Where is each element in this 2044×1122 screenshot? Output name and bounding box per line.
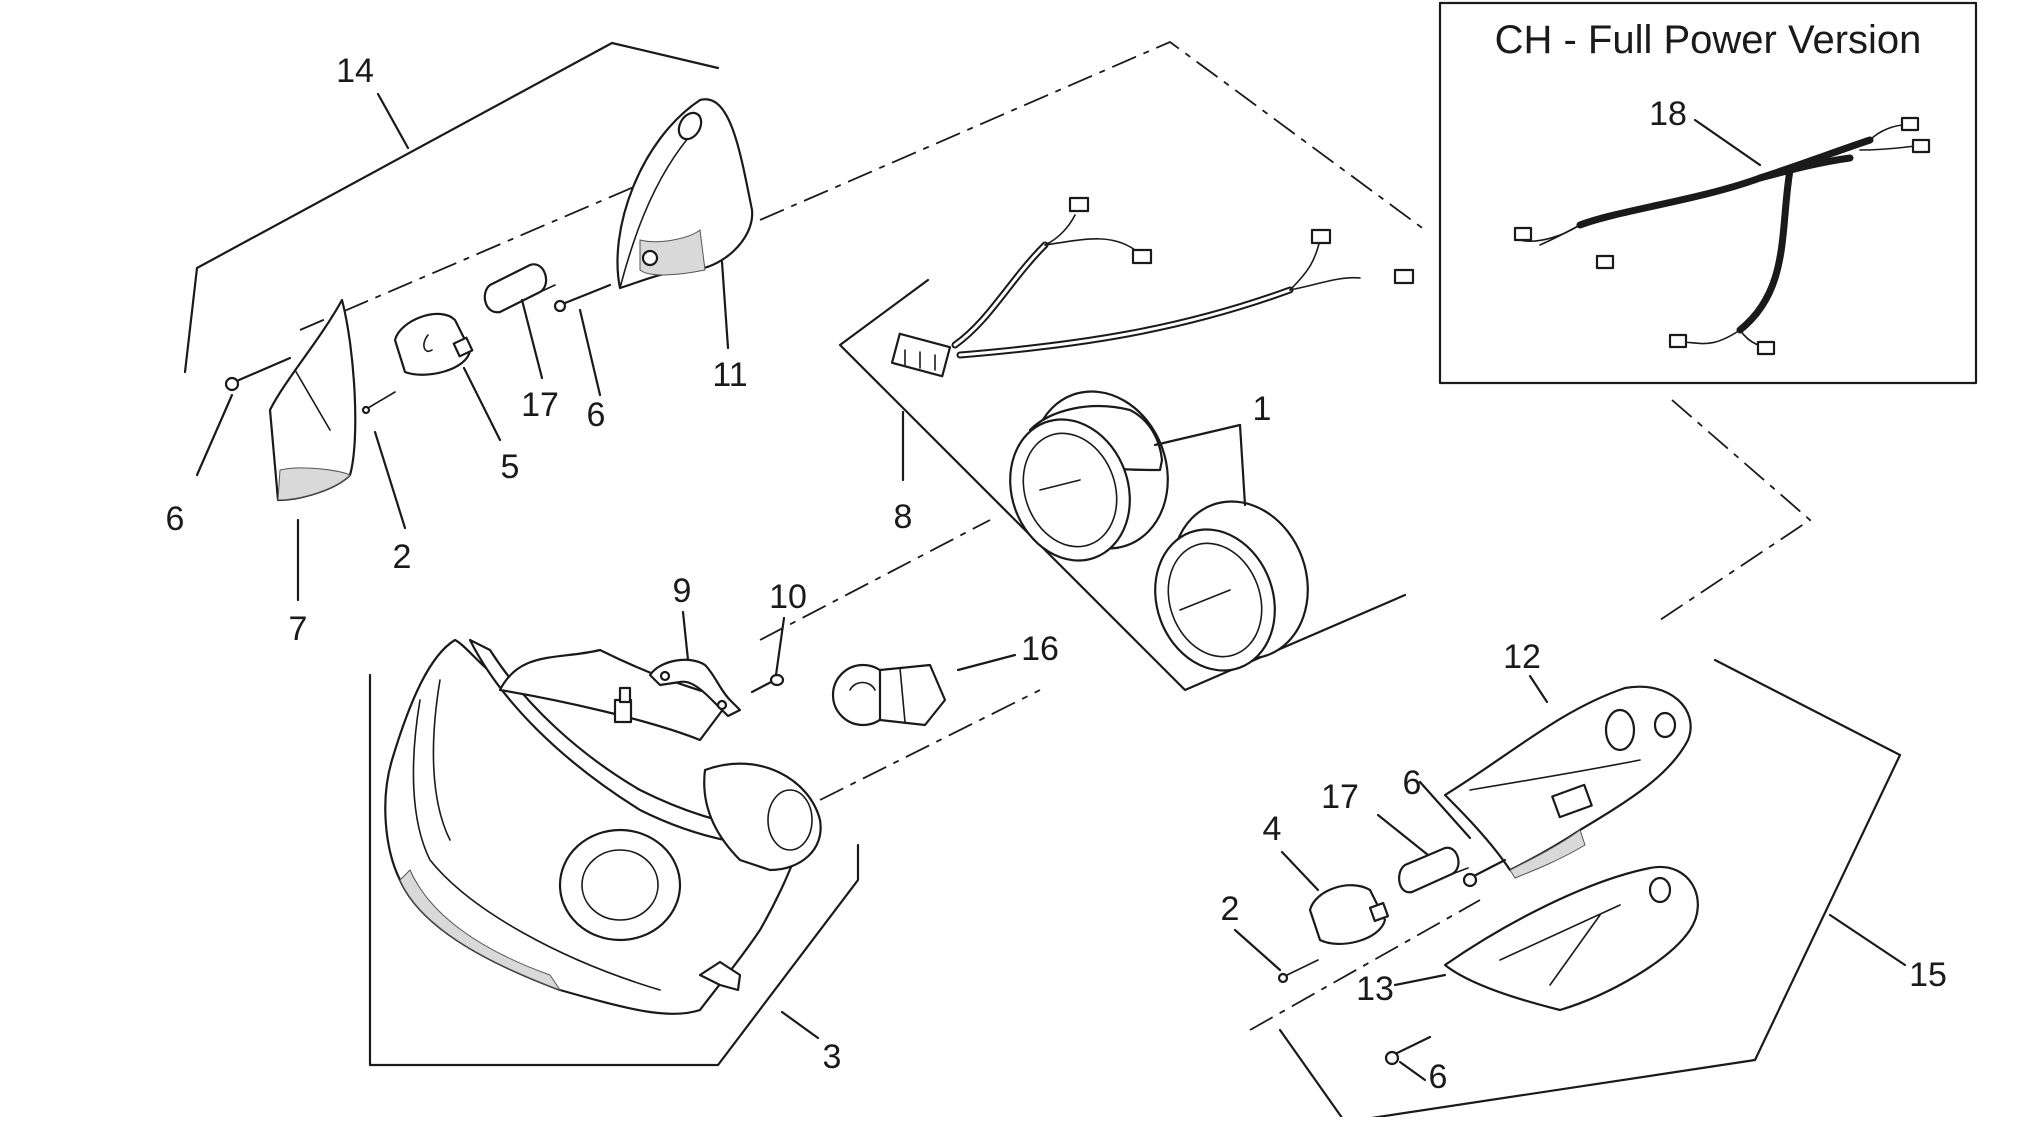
part-9-clamp [648, 658, 742, 718]
connector [1310, 228, 1332, 245]
inset-full-power-version: CH - Full Power Version 18 [1438, 1, 1978, 385]
connector [1513, 226, 1533, 242]
callout-4: 4 [1263, 810, 1282, 848]
connector [1068, 196, 1090, 213]
part-12-indicator-housing-right [1443, 685, 1692, 879]
connector [1911, 138, 1931, 154]
part-11-indicator-housing [616, 98, 754, 290]
callout-9: 9 [673, 572, 692, 610]
connector [1595, 254, 1615, 270]
part-4-bulb [1308, 884, 1390, 945]
connector [1393, 268, 1415, 285]
part-1-lens-ring-upper [1009, 390, 1169, 562]
callout-3: 3 [823, 1038, 842, 1076]
connector [1900, 116, 1920, 132]
callout-6-middle: 6 [587, 396, 606, 434]
harness-socket [890, 332, 952, 378]
part-3-headlamp-assembly [384, 638, 822, 1015]
part-1-lens-ring-lower [1154, 500, 1309, 672]
callout-7: 7 [289, 610, 308, 648]
part-6-screw-right-upper [1462, 858, 1507, 888]
callout-11: 11 [712, 356, 747, 394]
callout-8: 8 [894, 498, 913, 536]
callout-2-right: 2 [1221, 890, 1240, 928]
part-5-bulb [393, 312, 474, 376]
wiring-harness-18 [1513, 116, 1931, 356]
callout-6-left: 6 [166, 500, 185, 538]
callout-10: 10 [769, 578, 807, 616]
part-2-pin-left [361, 391, 396, 415]
callout-1: 1 [1253, 390, 1272, 428]
connector [1756, 340, 1776, 356]
callout-2-left: 2 [393, 538, 412, 576]
leader-lines [195, 92, 1907, 1082]
callout-12: 12 [1503, 638, 1541, 676]
part-13-indicator-lens-right [1443, 865, 1699, 1012]
connector [1668, 333, 1688, 349]
connector [1131, 248, 1153, 265]
inset-title: CH - Full Power Version [1495, 18, 1922, 62]
callout-13: 13 [1356, 970, 1394, 1008]
part-6-screw-left [224, 356, 292, 392]
group-brackets [183, 41, 1902, 1122]
part-8-wiring-harness [890, 196, 1415, 378]
part-7-indicator-lens-left [268, 298, 357, 502]
callout-15: 15 [1909, 956, 1947, 994]
callout-16: 16 [1021, 630, 1059, 668]
part-16-headlamp-bulb [831, 663, 947, 727]
part-17-festoon-bulb-left [483, 263, 556, 314]
callout-labels: 14 6 7 2 5 17 6 11 8 1 9 10 16 3 12 17 6… [166, 52, 1947, 1096]
part-6-screw-middle [553, 283, 612, 313]
callout-17-right: 17 [1321, 778, 1359, 816]
part-6-screw-right-lower [1384, 1035, 1432, 1066]
part-2-pin-right [1277, 959, 1319, 984]
callout-6-right-upper: 6 [1403, 764, 1422, 802]
assembly-guide-lines [299, 40, 1812, 1031]
callout-14: 14 [336, 52, 374, 90]
callout-17-left: 17 [521, 386, 559, 424]
callout-6-right-lower: 6 [1429, 1058, 1448, 1096]
callout-18: 18 [1649, 95, 1687, 133]
part-17-festoon-bulb-right [1398, 846, 1469, 894]
callout-5: 5 [501, 448, 520, 486]
part-10-screw [750, 673, 785, 694]
